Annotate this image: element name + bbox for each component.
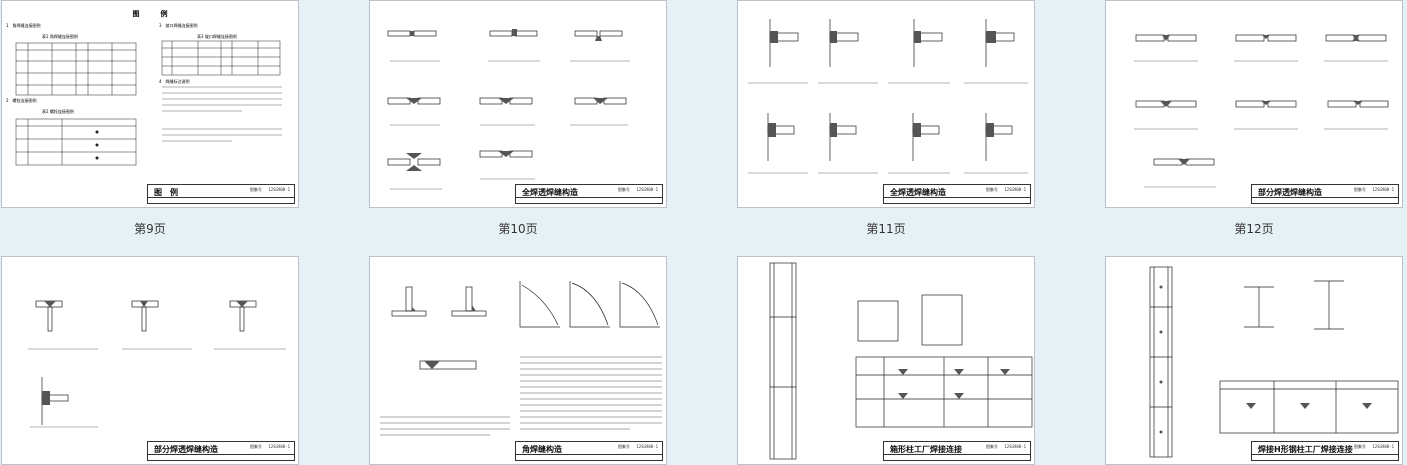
page-drawing (769, 262, 1033, 460)
drawing-title: 部分焊透焊缝构造 (1258, 188, 1322, 197)
page-thumbnail-14[interactable]: 角焊缝构造 图集号 12SG908-1 (369, 256, 667, 465)
page-drawing (28, 300, 286, 428)
page-thumbnail-9[interactable]: 图 例 1 角焊缝连接图例 表1 角焊缝连接图例 2 螺栓连接图例 表2 螺栓连… (1, 0, 299, 208)
page-drawing (1134, 34, 1389, 188)
title-block: 部分焊透焊缝构造 图集号 12SG908-1 (147, 441, 295, 461)
section-4-title: 4 焊缝标注说明 (159, 79, 190, 84)
drawing-title: 焊接H形钢柱工厂焊接连接 (1258, 445, 1353, 454)
page-thumbnail-12[interactable]: 部分焊透焊缝构造 图集号 12SG908-1 (1105, 0, 1403, 208)
sheet-number: 图集号 12SG908-1 (617, 187, 658, 192)
page-drawing (380, 281, 662, 436)
title-block: 图 例 图集号 12SG908-1 (147, 184, 295, 204)
page-thumbnail-13[interactable]: 部分焊透焊缝构造 图集号 12SG908-1 (1, 256, 299, 465)
drawing-title: 角焊缝构造 (522, 445, 562, 454)
page-drawing (387, 29, 630, 190)
table-1-title: 表1 角焊缝连接图例 (42, 34, 78, 39)
drawing-title: 部分焊透焊缝构造 (154, 445, 218, 454)
page-thumbnail-16[interactable]: 焊接H形钢柱工厂焊接连接 图集号 12SG908-1 (1105, 256, 1403, 465)
section-2-title: 2 螺栓连接图例 (6, 98, 37, 103)
page-thumbnail-10[interactable]: 全焊透焊缝构造 图集号 12SG908-1 (369, 0, 667, 208)
sheet-number: 图集号 12SG908-1 (249, 444, 290, 449)
sheet-number: 图集号 12SG908-1 (1353, 444, 1394, 449)
drawing-title: 图 例 (154, 188, 178, 197)
drawing-title: 全焊透焊缝构造 (890, 188, 946, 197)
drawing-title: 全焊透焊缝构造 (522, 188, 578, 197)
page-drawing (748, 19, 1028, 174)
sheet-number: 图集号 12SG908-1 (1353, 187, 1394, 192)
sheet-number: 图集号 12SG908-1 (249, 187, 290, 192)
page-label-10: 第10页 (498, 222, 538, 236)
section-1-title: 1 角焊缝连接图例 (6, 23, 41, 28)
title-block: 部分焊透焊缝构造 图集号 12SG908-1 (1251, 184, 1399, 204)
sheet-number: 图集号 12SG908-1 (617, 444, 658, 449)
section-3-title: 3 坡口焊缝连接图例 (159, 23, 198, 28)
page-label-9: 第9页 (134, 222, 166, 236)
drawing-title: 箱形柱工厂焊接连接 (890, 445, 962, 454)
sheet-number: 图集号 12SG908-1 (985, 187, 1026, 192)
table-2-title: 表2 螺栓连接图例 (42, 109, 74, 114)
page-thumbnail-15[interactable]: 箱形柱工厂焊接连接 图集号 12SG908-1 (737, 256, 1035, 465)
title-block: 焊接H形钢柱工厂焊接连接 图集号 12SG908-1 (1251, 441, 1399, 461)
page-label-11: 第11页 (866, 222, 906, 236)
title-block: 全焊透焊缝构造 图集号 12SG908-1 (515, 184, 663, 204)
page-label-12: 第12页 (1234, 222, 1274, 236)
page-drawing (15, 40, 282, 166)
page-heading: 图 例 (132, 10, 168, 18)
title-block: 角焊缝构造 图集号 12SG908-1 (515, 441, 663, 461)
title-block: 箱形柱工厂焊接连接 图集号 12SG908-1 (883, 441, 1031, 461)
page-drawing (1149, 266, 1399, 458)
title-block: 全焊透焊缝构造 图集号 12SG908-1 (883, 184, 1031, 204)
page-thumbnail-11[interactable]: 全焊透焊缝构造 图集号 12SG908-1 (737, 0, 1035, 208)
table-3-title: 表3 坡口焊缝连接图例 (197, 34, 237, 39)
sheet-number: 图集号 12SG908-1 (985, 444, 1026, 449)
